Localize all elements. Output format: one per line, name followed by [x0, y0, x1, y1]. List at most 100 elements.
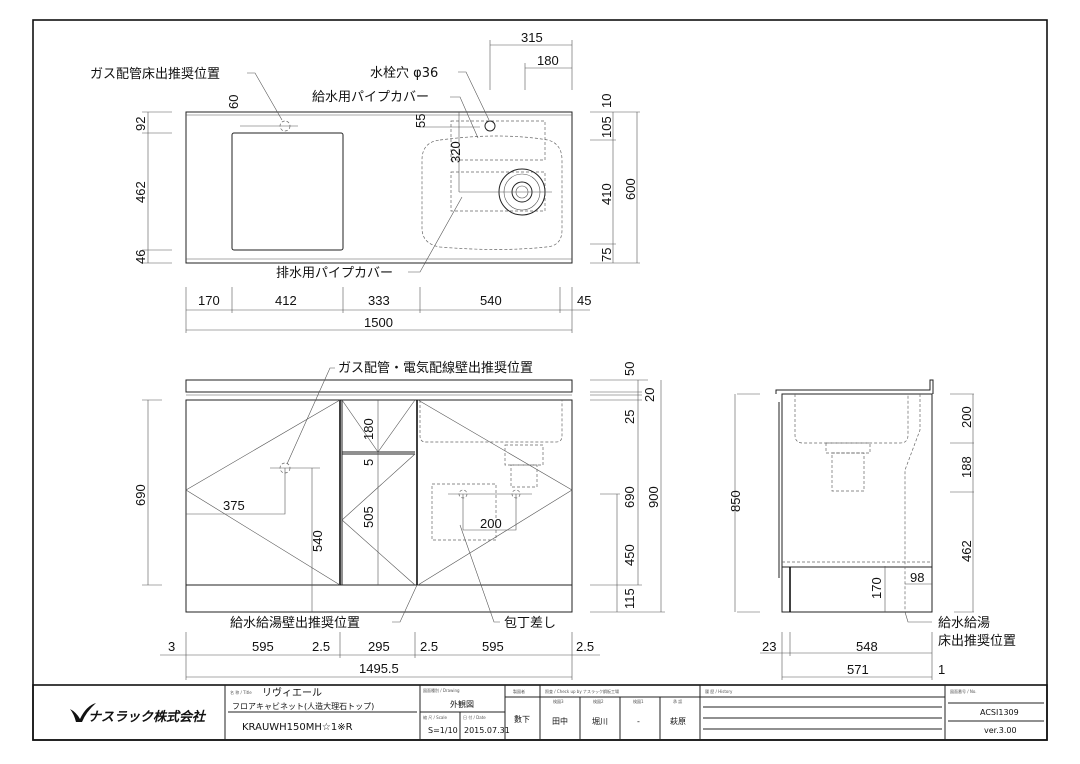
side-dimensions: 850 200 188 462 170 98 23 548 571 1 — [728, 406, 974, 677]
checker-name: - — [637, 717, 640, 726]
drawing-line — [341, 399, 416, 453]
version: ver.3.00 — [984, 726, 1017, 735]
dims-d20: 20 — [642, 388, 657, 402]
drain-cover-label: 排水用パイプカバー — [276, 266, 393, 281]
sink-bowl — [421, 135, 563, 250]
title-block-scale-label: 縮 尺 / Scale — [423, 714, 447, 720]
title-block-company: ナスラック株式会社 — [88, 709, 207, 725]
dims-d690r: 690 — [622, 486, 637, 508]
top-dimensions: 315 180 60 55 320 92 462 46 10 105 410 7… — [133, 30, 638, 330]
scale-value: S=1/10 — [428, 726, 458, 735]
cabinet-opening — [231, 132, 344, 251]
dims-d571: 571 — [847, 662, 869, 677]
title-block: ナスラック株式会社 名 称 / Title リヴィエール フロアキャビネット(人… — [32, 684, 1048, 741]
company-logo: ナスラック株式会社 — [70, 703, 207, 725]
checker-name: 田中 — [552, 716, 568, 726]
dims-d200: 200 — [959, 406, 974, 428]
dims-d10: 10 — [599, 94, 614, 108]
drawing-line — [142, 40, 640, 333]
drawing-line — [142, 379, 665, 680]
dims-d1: 1 — [938, 662, 945, 677]
1-role: 検図2 — [593, 698, 604, 704]
supply-cover-label: 給水用パイプカバー — [312, 90, 429, 105]
drawing-line — [450, 96, 479, 139]
drawing-line — [775, 379, 934, 394]
0-role: 検図3 — [553, 698, 564, 704]
dims-d46: 46 — [133, 250, 148, 264]
drawing-line — [185, 399, 573, 586]
drawing-type: 外観図 — [450, 699, 474, 709]
drawing-line — [734, 393, 974, 680]
dims-d548: 548 — [856, 639, 878, 654]
drawing-line — [185, 399, 341, 586]
title-block-drawing-label: 図面種別 / Drawing — [423, 687, 460, 693]
dims-d5: 5 — [361, 459, 376, 466]
dims-d50: 50 — [622, 362, 637, 376]
dims-d14955: 1495.5 — [359, 661, 399, 676]
model-number: KRAUWH150MH☆1※R — [242, 722, 353, 733]
dims-d320: 320 — [448, 141, 463, 163]
front-countertop — [185, 379, 573, 393]
dims-d98: 98 — [910, 570, 924, 585]
2-role: 検図1 — [633, 698, 644, 704]
dims-d200: 200 — [480, 516, 502, 531]
title-block-drafter-label: 製図者 — [513, 688, 525, 694]
dims-d105: 105 — [599, 116, 614, 138]
dims-d115: 115 — [622, 588, 637, 609]
dims-d45: 45 — [577, 293, 591, 308]
drafter-name: 數下 — [514, 714, 530, 724]
dims-d92: 92 — [133, 117, 148, 131]
drawing-line — [831, 452, 865, 492]
date-value: 2015.07.31 — [464, 726, 510, 735]
dims-d600: 600 — [623, 178, 638, 200]
dims-d412: 412 — [275, 293, 297, 308]
dims-d1500: 1500 — [364, 315, 393, 330]
drawing-line — [459, 524, 500, 623]
side-view: 給水給湯 床出推奨位置 850 200 188 462 170 98 23 54… — [728, 379, 1016, 680]
faucet-hole-label: 水栓穴 φ36 — [370, 66, 438, 81]
dims-d25b: 2.5 — [420, 639, 438, 654]
3-role: 承 認 — [673, 698, 682, 704]
dims-d850: 850 — [728, 490, 743, 512]
dims-d462: 462 — [959, 540, 974, 562]
dims-d333: 333 — [368, 293, 390, 308]
drawing-line — [286, 367, 335, 465]
drawing-line — [431, 483, 497, 541]
dims-d25: 25 — [622, 410, 637, 424]
countertop-outline — [185, 111, 573, 264]
title-block-history-label: 履 歴 / History — [705, 688, 733, 694]
dims-d462: 462 — [133, 181, 148, 203]
dims-d170: 170 — [869, 577, 884, 599]
front-body — [185, 399, 573, 613]
product-title: リヴィエール — [262, 686, 322, 699]
dims-d180: 180 — [361, 418, 376, 440]
drawing-line — [392, 584, 418, 623]
drawing-line — [904, 394, 921, 612]
drawing-line — [462, 494, 517, 531]
title-block-title-label: 名 称 / Title — [230, 689, 252, 695]
dims-d25c: 2.5 — [576, 639, 594, 654]
drawing-line — [510, 464, 538, 488]
front-dimensions: 690 375 540 180 5 505 200 50 20 25 690 9… — [133, 362, 661, 676]
title-block-no-label: 図面番号 / No. — [950, 688, 977, 694]
product-subtitle: フロアキャビネット(人造大理石トップ) — [232, 701, 374, 711]
water-wall-label: 給水給湯壁出推奨位置 — [230, 616, 360, 631]
drawing-line — [419, 400, 563, 443]
drawing-line — [458, 71, 490, 121]
water-floor-label-2: 床出推奨位置 — [938, 634, 1016, 649]
dims-d315: 315 — [521, 30, 543, 45]
drawing-line — [186, 468, 286, 515]
dims-d23: 23 — [762, 639, 776, 654]
gas-floor-label: ガス配管床出推奨位置 — [90, 67, 220, 82]
drawing-line — [341, 453, 416, 586]
title-block-date-label: 日 付 / Date — [463, 714, 486, 720]
dims-d295: 295 — [368, 639, 390, 654]
dims-d450: 450 — [622, 544, 637, 566]
faucet-hole-icon — [484, 120, 496, 132]
water-floor-label-1: 給水給湯 — [938, 616, 990, 631]
drawing-line — [408, 196, 463, 273]
drawing-line — [224, 685, 1044, 740]
dims-d900: 900 — [646, 486, 661, 508]
title-block-check-label: 照査 / Check up by ナスラック鋼板工場 — [545, 688, 619, 694]
